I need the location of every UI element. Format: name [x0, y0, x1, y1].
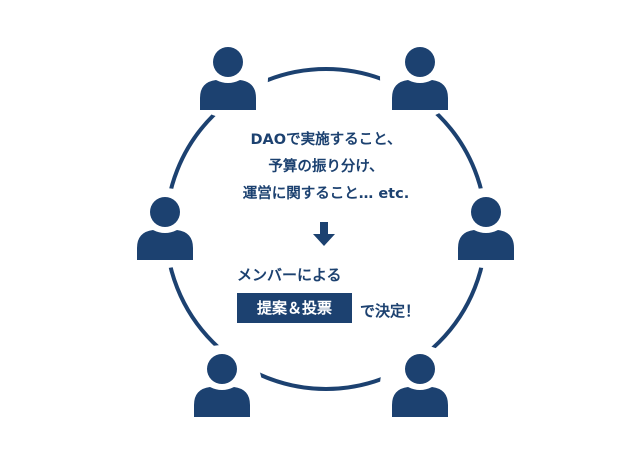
by-members-label: メンバーによる [237, 266, 342, 284]
person-icon [380, 345, 460, 425]
description-line-1: DAOで実施すること、 [250, 132, 402, 148]
person-icon [380, 38, 460, 118]
decision-label: で決定！ [360, 302, 421, 320]
person-icon [446, 188, 526, 268]
person-icon [188, 38, 268, 118]
person-icon [125, 188, 205, 268]
proposal-vote-box: 提案＆投票 [237, 293, 352, 323]
description-line-2: 予算の振り分け、 [268, 159, 384, 175]
person-icon [182, 345, 262, 425]
down-arrow-icon [313, 222, 335, 246]
description-line-3: 運営に関すること… etc. [242, 186, 410, 202]
